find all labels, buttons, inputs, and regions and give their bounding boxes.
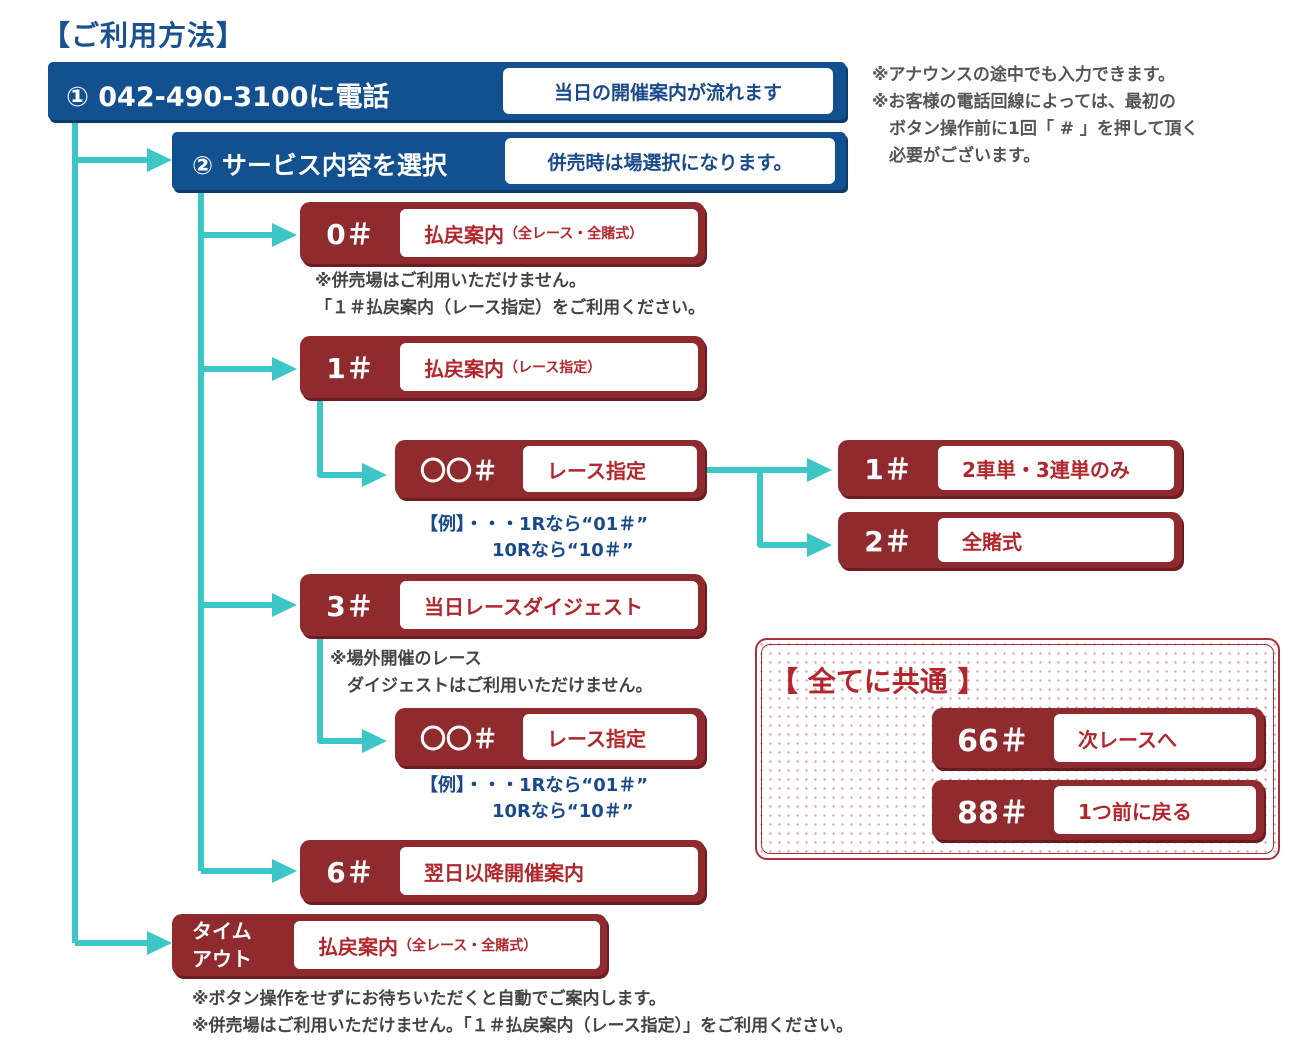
option-1-key: 1＃ (326, 352, 374, 385)
option-0: 0＃ 払戻案内（全レース・全賭式） (300, 202, 705, 264)
option-1-label: 払戻案内（レース指定） (400, 343, 698, 391)
timeout-label: 払戻案内（全レース・全賭式） (294, 921, 600, 969)
example-1: 【例】・・・1Rなら“01＃” 10Rなら“10＃” (420, 514, 649, 561)
common-item-88-label: 1つ前に戻る (1054, 786, 1256, 834)
sub-option-2: 2＃ 全賭式 (838, 512, 1182, 568)
page-title: 【ご利用方法】 (42, 19, 246, 52)
arrow-to-sub2 (757, 470, 810, 548)
common-item-66-label: 次レースへ (1054, 714, 1256, 762)
option-6-label: 翌日以降開催案内 (400, 847, 698, 895)
sub-option-2-key: 2＃ (864, 525, 912, 558)
race-select-1-label: レース指定 (523, 446, 697, 492)
option-6-key: 6＃ (326, 856, 374, 889)
option-1: 1＃ 払戻案内（レース指定） (300, 336, 705, 398)
option-0-key: 0＃ (326, 218, 374, 251)
option-3: 3＃ 当日レースダイジェスト (300, 574, 705, 636)
race-select-3-label: レース指定 (523, 714, 697, 760)
race-select-1: 〇〇＃ レース指定 (395, 440, 705, 498)
sub-option-2-label: 全賭式 (938, 518, 1174, 562)
step2-info: 併売時は場選択になります。 (505, 138, 835, 184)
step1-box: ① 042-490-3100に電話 当日の開催案内が流れます (48, 62, 846, 120)
bottom-note: ※ボタン操作をせずにお待ちいただくと自動でご案内します。 ※併売場はご利用いただ… (192, 989, 854, 1036)
common-title: 【 全てに共通 】 (770, 665, 986, 698)
sub-option-1-key: 1＃ (864, 453, 912, 486)
race-select-3-key: 〇〇＃ (419, 724, 498, 755)
race-select-3: 〇〇＃ レース指定 (395, 708, 705, 766)
right-note: ※アナウンスの途中でも入力できます。 ※お客様の電話回線によっては、最初の ボタ… (872, 65, 1199, 166)
common-item-88-key: 88＃ (957, 796, 1029, 831)
common-item-88: 88＃ 1つ前に戻る (932, 780, 1264, 840)
timeout-box: タイム アウト 払戻案内（全レース・全賭式） (172, 914, 607, 976)
option-3-key: 3＃ (326, 590, 374, 623)
sub-option-1: 1＃ 2車単・3連単のみ (838, 440, 1182, 496)
arrow-to-race1 (317, 400, 365, 478)
timeout-key: タイム アウト (192, 919, 252, 971)
step2-label: ② サービス内容を選択 (192, 151, 447, 180)
sub-option-1-label: 2車単・3連単のみ (938, 446, 1174, 490)
step1-info: 当日の開催案内が流れます (503, 68, 833, 114)
phone-number: ① 042-490-3100に電話 (66, 82, 390, 113)
arrow-to-race3 (317, 636, 365, 744)
option-0-label: 払戻案内（全レース・全賭式） (400, 209, 698, 257)
step2-box: ② サービス内容を選択 併売時は場選択になります。 (172, 132, 846, 190)
option-3-note: ※場外開催のレース ダイジェストはご利用いただけません。 (330, 649, 653, 696)
option-3-label: 当日レースダイジェスト (400, 581, 698, 629)
race-select-1-key: 〇〇＃ (419, 456, 498, 487)
example-3: 【例】・・・1Rなら“01＃” 10Rなら“10＃” (420, 775, 649, 822)
common-item-66-key: 66＃ (957, 724, 1029, 759)
common-item-66: 66＃ 次レースへ (932, 708, 1264, 768)
option-6: 6＃ 翌日以降開催案内 (300, 840, 705, 902)
option-0-note: ※併売場はご利用いただけません。 「１＃払戻案内（レース指定）をご利用ください。 (315, 271, 706, 318)
